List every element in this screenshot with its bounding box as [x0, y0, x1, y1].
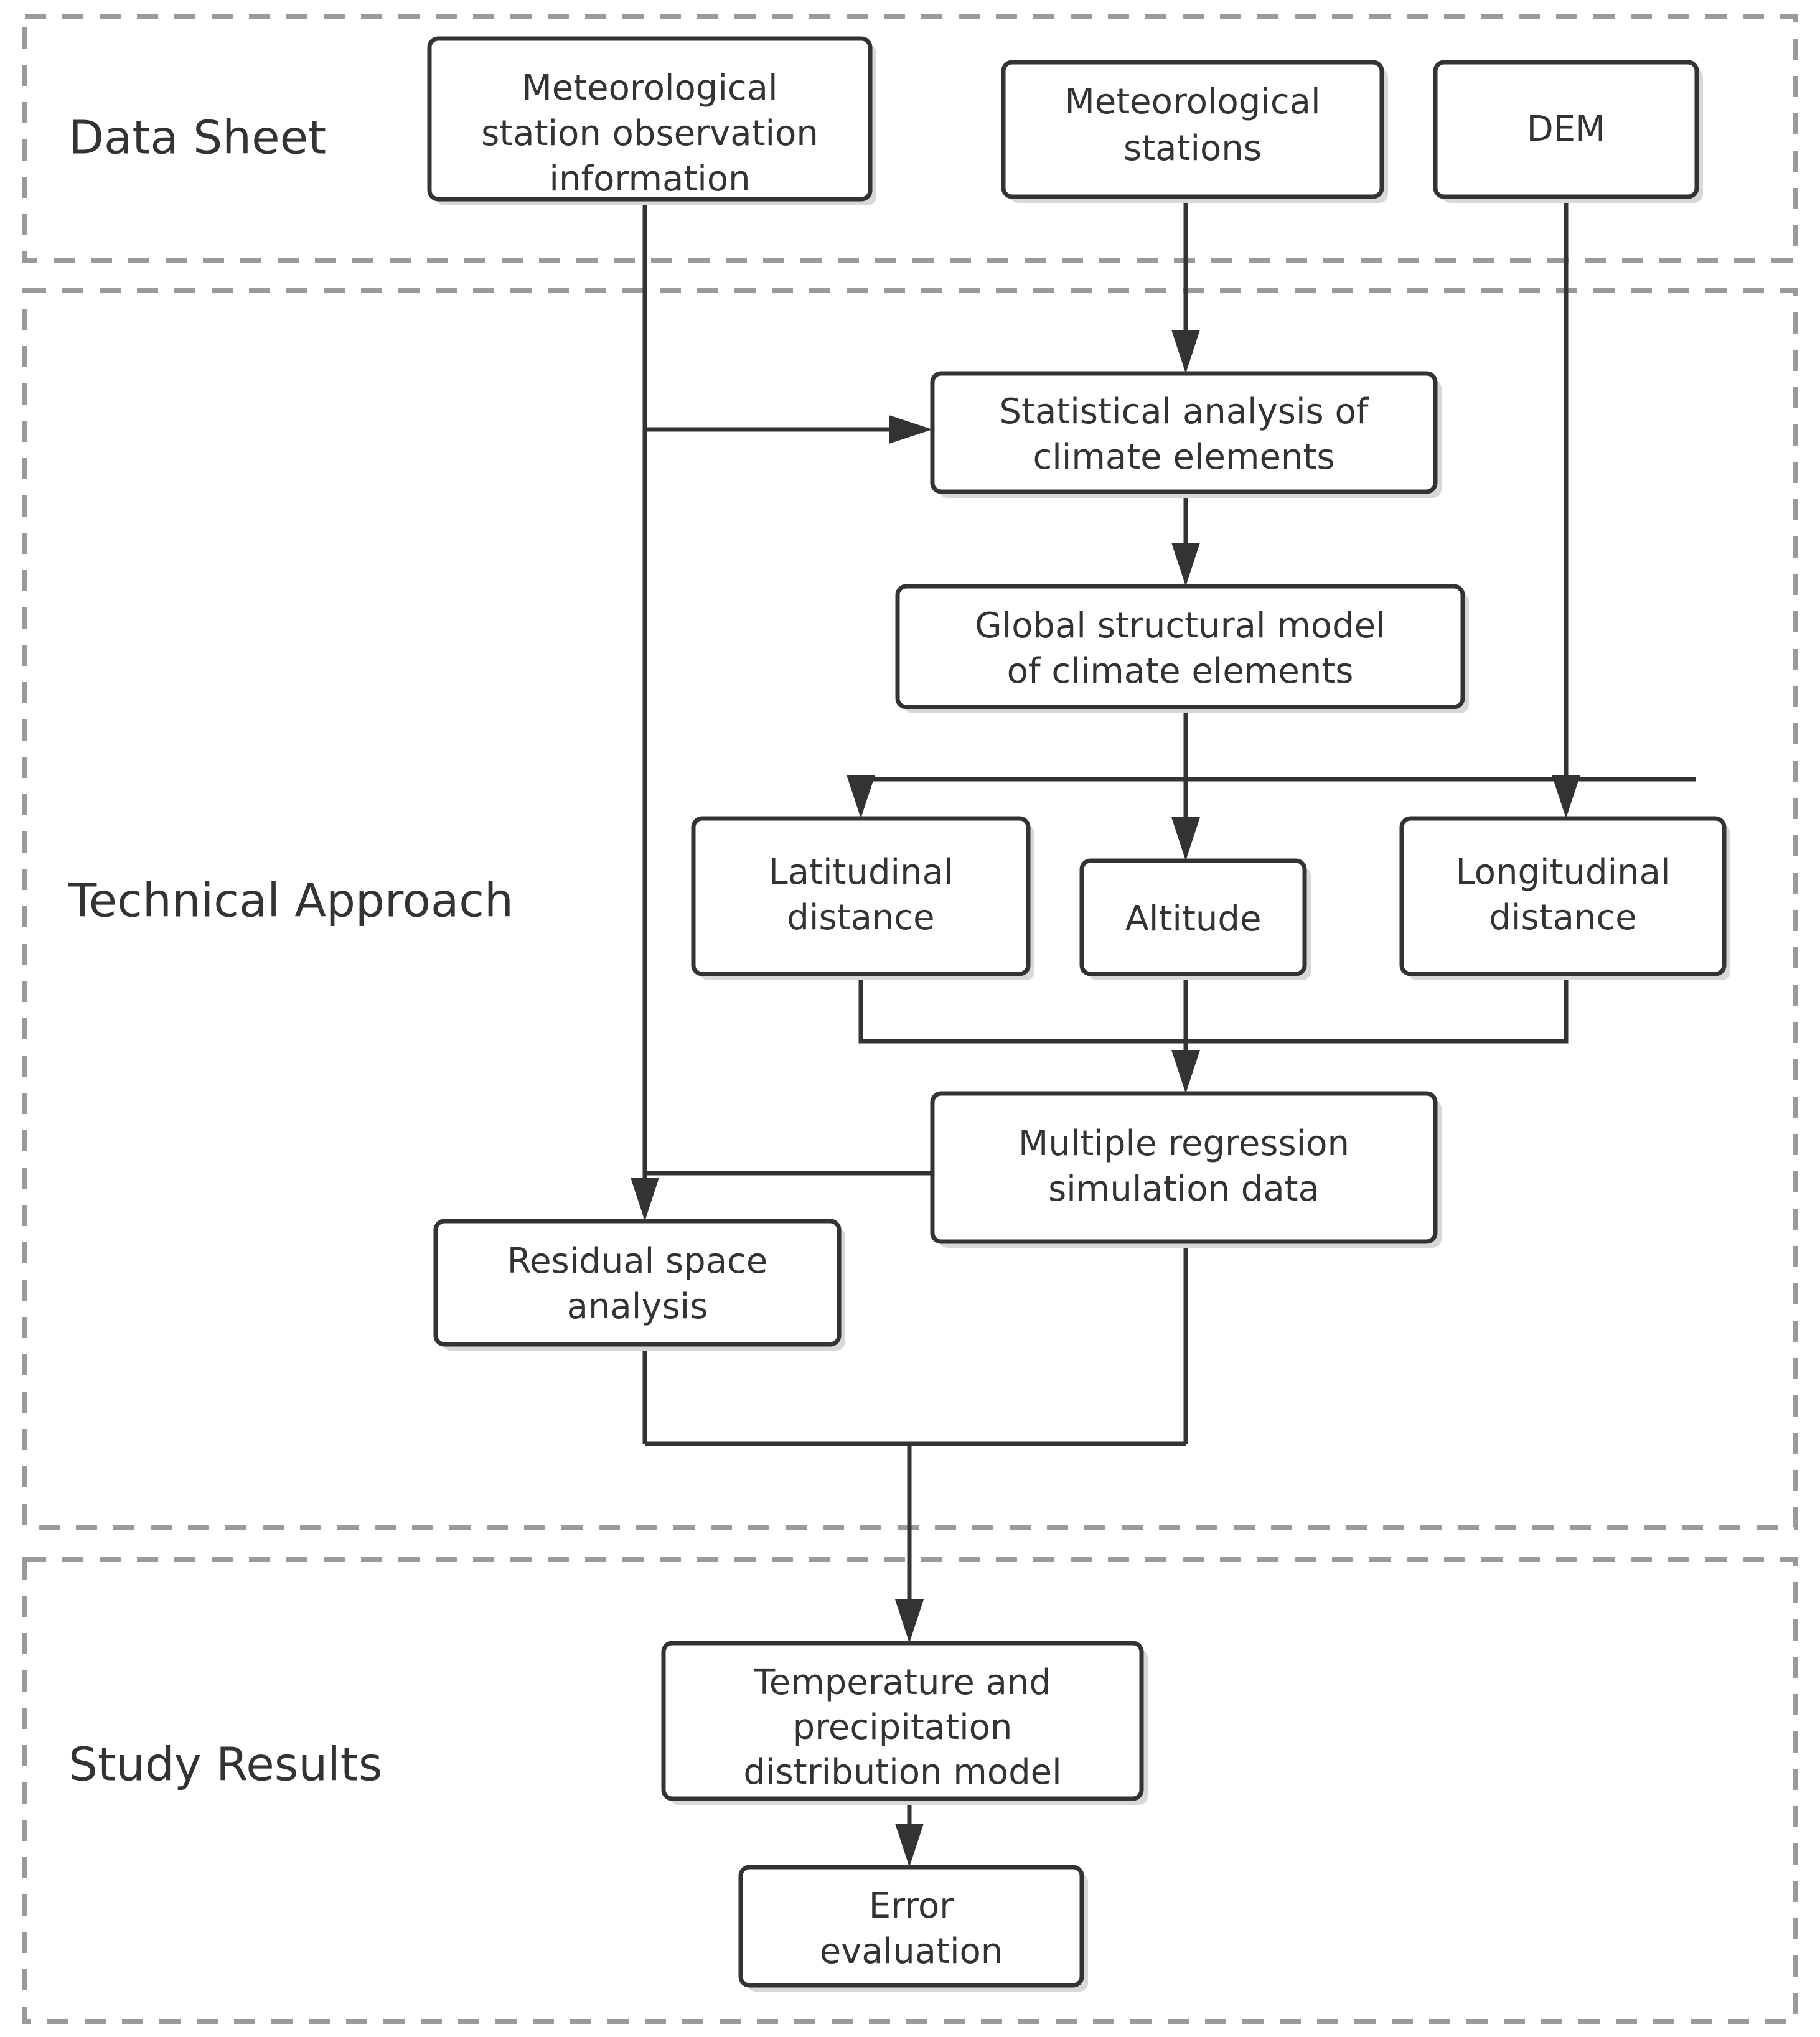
node-temp-precip[interactable]: Temperature and precipitation distributi… [661, 1641, 1148, 1805]
node-dem-line-1: DEM [1527, 109, 1606, 149]
arrowhead-met-stations-to-stat-analysis [1171, 330, 1200, 373]
node-stat-analysis-line-1: Statistical analysis of [999, 391, 1369, 432]
node-residual-space-line-2: analysis [567, 1286, 708, 1327]
arrowhead-dem-to-lon-distance [1552, 775, 1580, 818]
node-lon-distance-line-1: Longitudinal [1456, 852, 1671, 892]
arrowhead-to-temp-precip [895, 1599, 924, 1643]
edge-lat-distance-to-multi-regression [858, 980, 1186, 1044]
node-met-station-obs[interactable]: Meteorological station observation infor… [427, 36, 876, 205]
node-altitude[interactable]: Altitude [1079, 858, 1311, 980]
edge-layer [631, 203, 1696, 1867]
node-lat-distance-line-1: Latitudinal [769, 852, 954, 892]
node-stat-analysis[interactable]: Statistical analysis of climate elements [930, 371, 1442, 498]
node-met-station-obs-line-3: information [549, 159, 750, 199]
node-error-eval[interactable]: Error evaluation [738, 1865, 1088, 1992]
section-label-technical-approach: Technical Approach [68, 874, 514, 928]
node-temp-precip-line-2: precipitation [793, 1707, 1013, 1748]
node-error-eval-line-1: Error [869, 1886, 954, 1926]
arrowhead-met-station-obs-to-stat-analysis [889, 415, 932, 444]
node-residual-space-line-1: Residual space [507, 1241, 768, 1281]
node-error-eval-line-2: evaluation [820, 1931, 1003, 1972]
node-dem[interactable]: DEM [1433, 60, 1703, 203]
node-multi-regression-line-2: simulation data [1048, 1169, 1320, 1209]
section-label-study-results: Study Results [68, 1738, 382, 1792]
arrowhead-global-model-to-altitude [1171, 817, 1200, 861]
edge-met-station-obs-to-stat-analysis [642, 203, 906, 432]
node-lat-distance[interactable]: Latitudinal distance [691, 816, 1034, 980]
node-altitude-line-1: Altitude [1125, 899, 1262, 939]
node-temp-precip-line-3: distribution model [743, 1752, 1061, 1792]
arrowhead-merge-to-multi-regression [1171, 1050, 1200, 1093]
arrowhead-met-station-obs-to-residual-space [631, 1178, 659, 1221]
node-global-model-line-2: of climate elements [1007, 651, 1354, 691]
arrowhead-to-error-eval [895, 1824, 924, 1867]
node-met-stations[interactable]: Meteorological stations [1001, 60, 1388, 203]
node-met-stations-line-1: Meteorological [1064, 82, 1320, 122]
node-met-station-obs-line-2: station observation [481, 113, 819, 154]
node-met-station-obs-line-1: Meteorological [522, 68, 777, 108]
node-lat-distance-line-2: distance [787, 897, 934, 938]
arrowhead-global-model-to-lat-distance [847, 775, 875, 818]
section-label-data-sheet: Data Sheet [68, 111, 326, 165]
node-multi-regression[interactable]: Multiple regression simulation data [930, 1091, 1442, 1248]
node-lon-distance[interactable]: Longitudinal distance [1399, 816, 1730, 980]
node-lon-distance-line-2: distance [1489, 897, 1636, 938]
node-met-stations-line-2: stations [1123, 128, 1262, 169]
node-stat-analysis-line-2: climate elements [1033, 437, 1335, 477]
node-temp-precip-line-1: Temperature and [753, 1662, 1051, 1703]
node-global-model[interactable]: Global structural model of climate eleme… [895, 584, 1469, 713]
arrowhead-stat-analysis-to-global-model [1171, 543, 1200, 586]
section-frame-study-results [22, 1557, 1798, 2024]
node-global-model-line-1: Global structural model [975, 606, 1385, 646]
node-residual-space[interactable]: Residual space analysis [433, 1219, 845, 1351]
edge-lon-distance-to-multi-regression [1186, 980, 1569, 1044]
node-multi-regression-line-1: Multiple regression [1018, 1123, 1349, 1164]
